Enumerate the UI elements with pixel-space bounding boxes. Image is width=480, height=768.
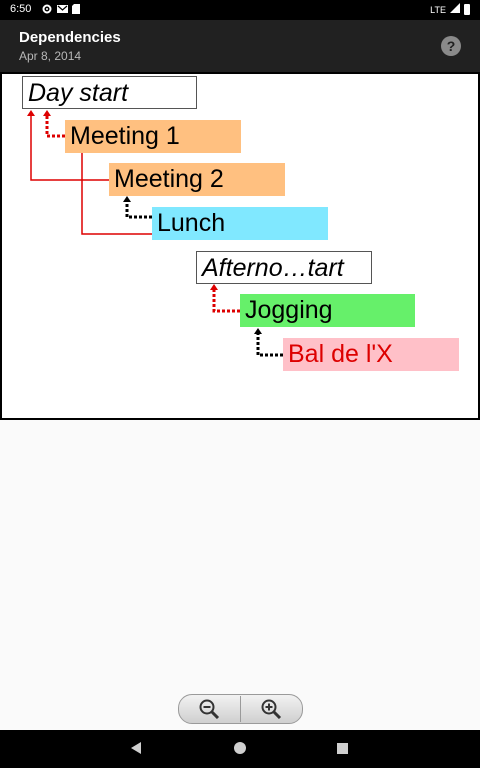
network-type: LTE [430, 4, 446, 15]
milestone-1[interactable]: Day start [22, 76, 197, 109]
status-bar: 6:50 LTE [0, 0, 480, 20]
dependency-arrows [27, 110, 283, 357]
dependency-arrow [212, 286, 240, 313]
zoom-in-icon [261, 699, 282, 719]
arrow-head [27, 110, 35, 116]
zoom-divider [240, 696, 241, 722]
gmail-icon [57, 4, 68, 14]
task-bar-6[interactable]: Jogging [240, 294, 415, 327]
arrow-head [43, 110, 51, 116]
system-nav-bar [0, 730, 480, 768]
dependency-arrow [30, 112, 109, 181]
page-title: Dependencies [19, 29, 121, 46]
app-toolbar: Dependencies Apr 8, 2014 ? [0, 20, 480, 72]
sd-card-icon [72, 4, 82, 14]
milestone-5[interactable]: Afterno…tart [196, 251, 372, 284]
dependency-arrow [125, 198, 152, 219]
settings-icon [42, 4, 52, 14]
arrow-head [210, 284, 218, 290]
zoom-out-icon [199, 699, 220, 719]
task-bar-2[interactable]: Meeting 1 [65, 120, 241, 153]
dependency-arrow [256, 330, 283, 357]
signal-icon [450, 3, 460, 16]
arrow-head [123, 196, 131, 202]
dependency-arrow [81, 126, 152, 235]
battery-icon [464, 4, 470, 15]
notification-icons [42, 4, 82, 14]
help-button[interactable]: ? [441, 36, 461, 56]
page-subtitle-date: Apr 8, 2014 [19, 49, 82, 63]
zoom-control [178, 694, 303, 724]
recents-icon[interactable] [337, 743, 348, 754]
back-icon[interactable] [131, 742, 141, 754]
clock: 6:50 [10, 3, 32, 15]
arrow-head [254, 328, 262, 334]
task-bar-3[interactable]: Meeting 2 [109, 163, 285, 196]
task-bar-7[interactable]: Bal de l'X [283, 338, 459, 371]
home-icon[interactable] [234, 742, 246, 754]
dependency-arrow [45, 112, 65, 138]
zoom-in-button[interactable] [241, 695, 301, 723]
zoom-out-button[interactable] [179, 695, 239, 723]
task-bar-4[interactable]: Lunch [152, 207, 328, 240]
